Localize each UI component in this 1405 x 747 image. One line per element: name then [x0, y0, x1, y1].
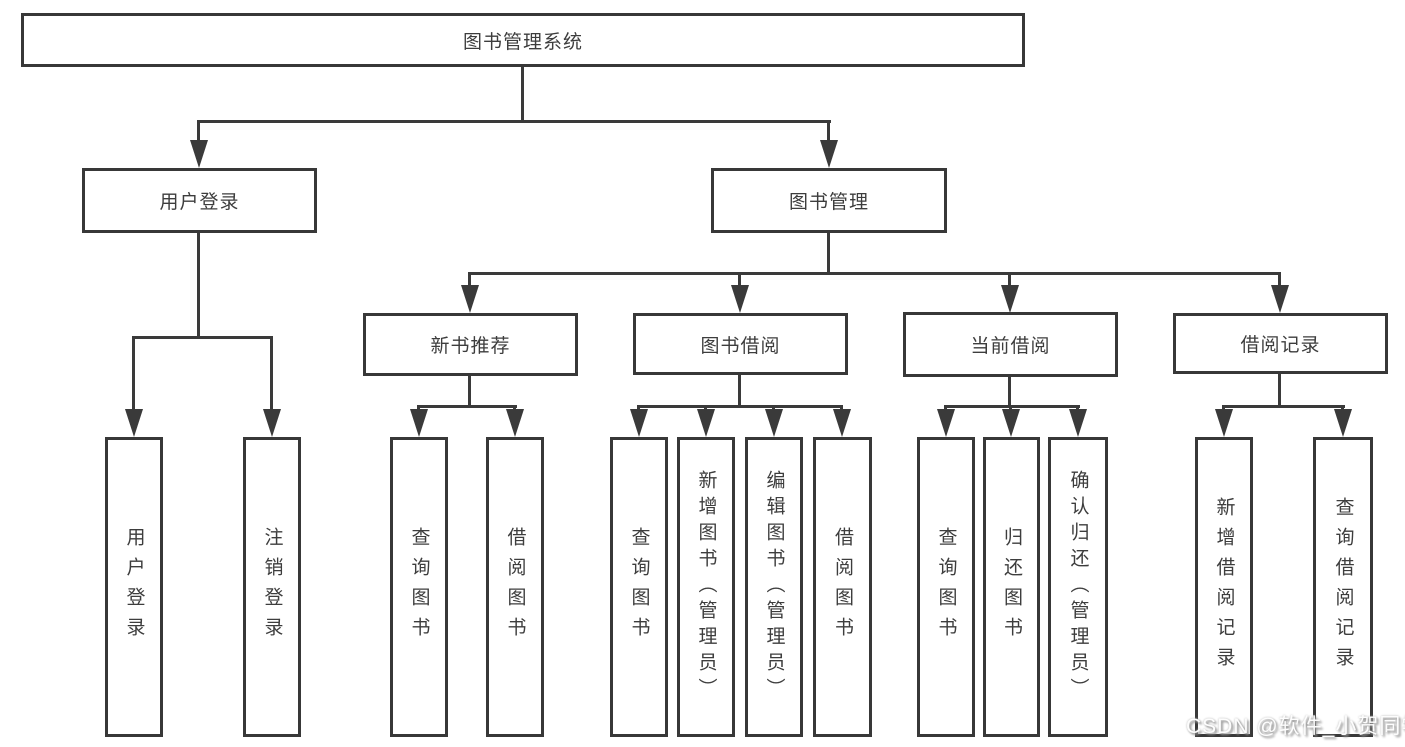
- connector-vline: [521, 67, 524, 123]
- connector-hline: [417, 405, 517, 408]
- node-current-borrowing: 当前借阅: [903, 312, 1118, 377]
- arrowhead-down: [630, 409, 648, 437]
- arrowhead-down: [190, 140, 208, 168]
- leaf-label: 查询图书: [935, 527, 957, 647]
- connector-vline: [1008, 272, 1011, 288]
- connector-hline: [468, 272, 1281, 275]
- leaf-add-books-admin: 新增图书（管理员）: [677, 437, 735, 737]
- connector-vline: [827, 233, 830, 275]
- connector-vline: [197, 120, 200, 146]
- leaf-return-books: 归还图书: [983, 437, 1040, 737]
- node-book-management: 图书管理: [711, 168, 947, 233]
- arrowhead-down: [697, 409, 715, 437]
- node-label: 新书推荐: [430, 336, 511, 357]
- leaf-query-books-recommend: 查询图书: [390, 437, 448, 737]
- leaf-label: 注销登录: [261, 527, 283, 647]
- arrowhead-down: [937, 409, 955, 437]
- connector-hline: [132, 336, 273, 339]
- node-book-borrowing: 图书借阅: [633, 313, 848, 375]
- leaf-label: 确认归还（管理员）: [1067, 470, 1089, 704]
- connector-vline: [270, 336, 273, 412]
- leaf-borrow-books: 借阅图书: [813, 437, 872, 737]
- arrowhead-down: [765, 409, 783, 437]
- node-library-management-system: 图书管理系统: [21, 13, 1025, 67]
- leaf-add-borrow-record: 新增借阅记录: [1195, 437, 1253, 737]
- connector-vline: [468, 272, 471, 288]
- leaf-label: 借阅图书: [832, 527, 853, 647]
- node-label: 图书管理系统: [462, 31, 583, 53]
- leaf-label: 编辑图书（管理员）: [763, 470, 785, 704]
- node-label: 图书管理: [788, 192, 869, 213]
- leaf-edit-books-admin: 编辑图书（管理员）: [745, 437, 803, 737]
- connector-vline: [132, 336, 135, 412]
- leaf-label: 新增借阅记录: [1213, 497, 1235, 677]
- leaf-query-books-current: 查询图书: [917, 437, 975, 737]
- arrowhead-down: [1271, 285, 1289, 313]
- arrowhead-down: [833, 409, 851, 437]
- connector-vline: [1278, 374, 1281, 408]
- leaf-query-borrow-record: 查询借阅记录: [1313, 437, 1373, 737]
- connector-vline: [1008, 377, 1011, 408]
- leaf-logout: 注销登录: [243, 437, 301, 737]
- arrowhead-down: [1002, 409, 1020, 437]
- node-new-book-recommendation: 新书推荐: [363, 313, 578, 376]
- connector-vline: [827, 120, 830, 146]
- leaf-label: 查询借阅记录: [1332, 497, 1354, 677]
- connector-hline: [944, 405, 1080, 408]
- connector-hline: [637, 405, 843, 408]
- arrowhead-down: [820, 140, 838, 168]
- arrowhead-down: [263, 409, 281, 437]
- connector-hline: [1222, 405, 1345, 408]
- node-label: 图书借阅: [700, 335, 781, 357]
- leaf-label: 用户登录: [123, 527, 145, 647]
- connector-vline: [738, 272, 741, 288]
- node-user-login: 用户登录: [82, 168, 317, 233]
- arrowhead-down: [1215, 409, 1233, 437]
- arrowhead-down: [1069, 409, 1087, 437]
- leaf-label: 新增图书（管理员）: [695, 470, 717, 704]
- node-label: 用户登录: [159, 192, 240, 213]
- leaf-label: 查询图书: [408, 527, 430, 647]
- connector-hline: [197, 120, 831, 123]
- leaf-label: 归还图书: [1001, 527, 1022, 647]
- node-borrowing-records: 借阅记录: [1173, 313, 1388, 374]
- node-label: 当前借阅: [970, 336, 1051, 357]
- leaf-query-books-borrowing: 查询图书: [610, 437, 668, 737]
- arrowhead-down: [1334, 409, 1352, 437]
- arrowhead-down: [125, 409, 143, 437]
- arrowhead-down: [731, 285, 749, 313]
- arrowhead-down: [410, 409, 428, 437]
- leaf-user-login: 用户登录: [105, 437, 163, 737]
- connector-vline: [468, 376, 471, 408]
- leaf-label: 借阅图书: [504, 527, 526, 647]
- arrowhead-down: [1001, 285, 1019, 313]
- node-label: 借阅记录: [1240, 335, 1321, 356]
- leaf-borrow-books-recommend: 借阅图书: [486, 437, 544, 737]
- connector-vline: [197, 233, 200, 339]
- csdn-watermark: CSDN @软件_小贺同学: [1186, 715, 1405, 738]
- connector-vline: [738, 375, 741, 408]
- leaf-confirm-return-admin: 确认归还（管理员）: [1048, 437, 1108, 737]
- arrowhead-down: [506, 409, 524, 437]
- arrowhead-down: [461, 285, 479, 313]
- connector-vline: [1278, 272, 1281, 288]
- leaf-label: 查询图书: [628, 527, 650, 647]
